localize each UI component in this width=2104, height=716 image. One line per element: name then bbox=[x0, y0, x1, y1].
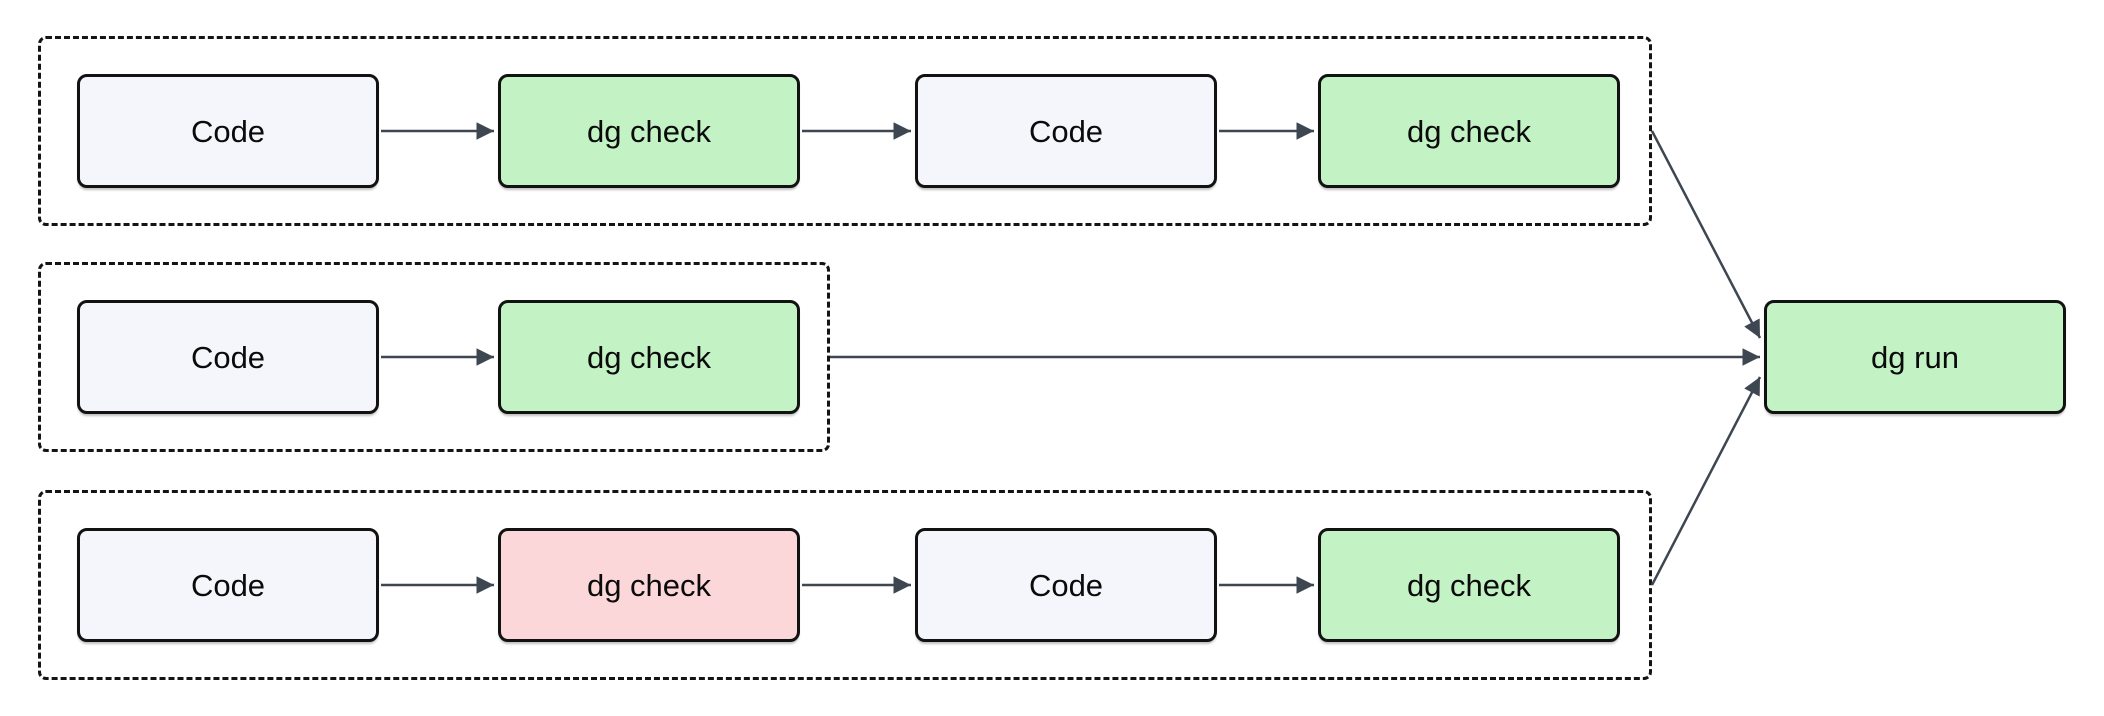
pipeline-group-2 bbox=[38, 262, 830, 452]
pipeline-group-1 bbox=[38, 36, 1652, 226]
node-code: Code bbox=[915, 528, 1217, 642]
pipeline-group-3 bbox=[38, 490, 1652, 680]
node-code: Code bbox=[77, 528, 379, 642]
node-dg-check-pass: dg check bbox=[1318, 528, 1620, 642]
node-code: Code bbox=[77, 300, 379, 414]
node-dg-run: dg run bbox=[1764, 300, 2066, 414]
edge-arrow-to-dg-run bbox=[1650, 130, 1762, 339]
node-dg-check-pass: dg check bbox=[498, 300, 800, 414]
node-dg-check-fail: dg check bbox=[498, 528, 800, 642]
node-dg-check-pass: dg check bbox=[1318, 74, 1620, 188]
node-code: Code bbox=[77, 74, 379, 188]
node-dg-check-pass: dg check bbox=[498, 74, 800, 188]
edge-arrow-to-dg-run bbox=[1650, 376, 1762, 586]
node-code: Code bbox=[915, 74, 1217, 188]
